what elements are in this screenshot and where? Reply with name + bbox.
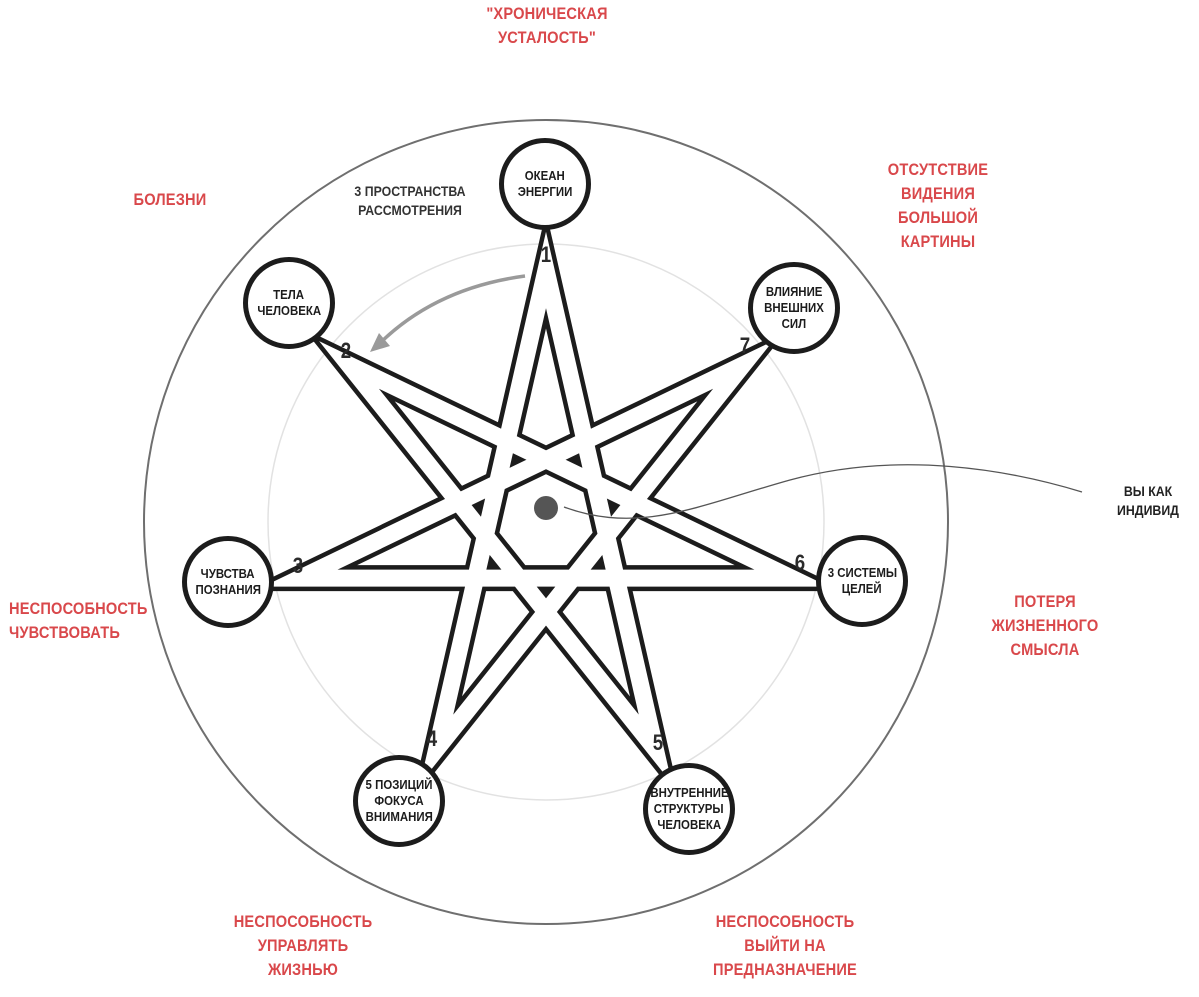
heptagram-star [243, 211, 849, 802]
vertex-number-5: 5 [652, 730, 664, 755]
vertex-number-1: 1 [540, 242, 552, 267]
problem-diseases: БОЛЕЗНИ [133, 190, 207, 209]
individual-pointer-line [563, 464, 1083, 519]
arrow-head-icon [370, 333, 390, 352]
direction-arrow [376, 274, 526, 347]
vertex-number-6: 6 [794, 550, 806, 575]
outer-circle [143, 119, 949, 925]
star-band-fill [263, 231, 829, 784]
center-dot-individual [534, 496, 558, 520]
vertex-number-3: 3 [292, 553, 304, 578]
vertex-number-7: 7 [739, 333, 751, 358]
vertex-number-4: 4 [426, 726, 438, 751]
vertex-number-2: 2 [340, 338, 352, 363]
